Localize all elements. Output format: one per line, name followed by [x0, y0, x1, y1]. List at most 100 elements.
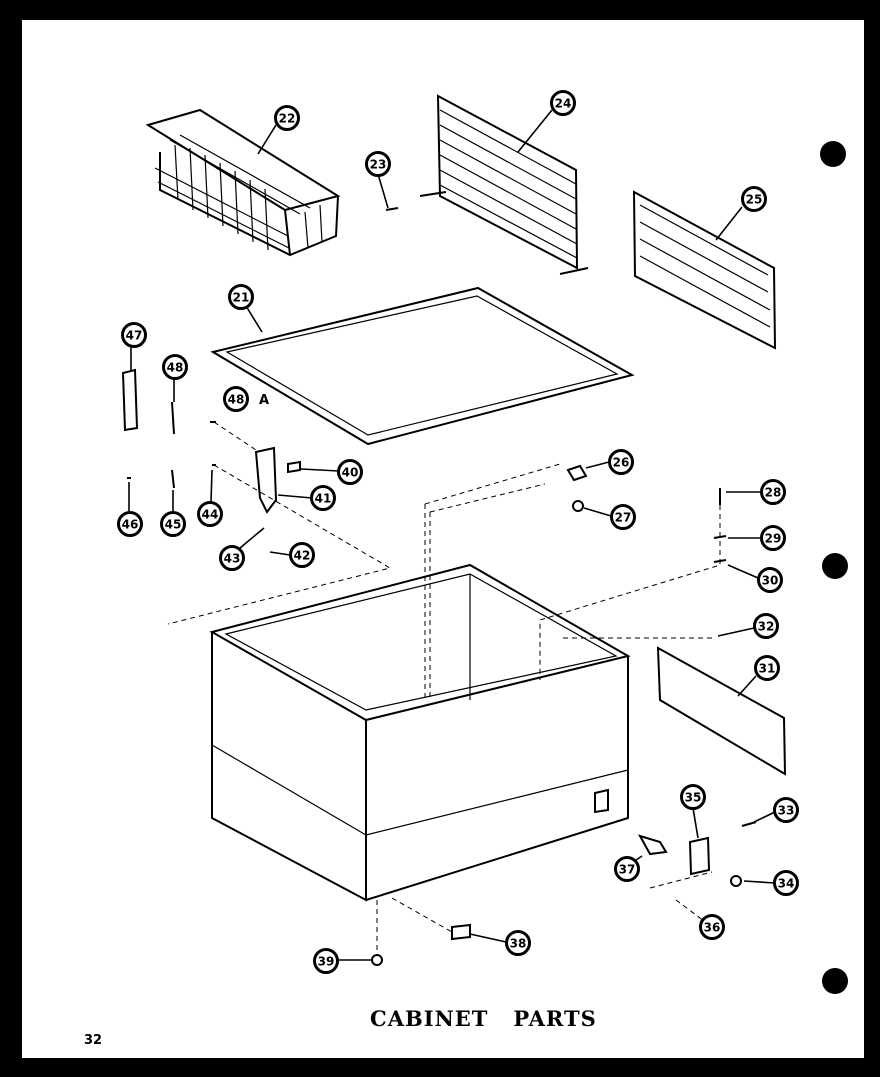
callout-32: 32 [753, 613, 779, 639]
divider-panel [632, 190, 777, 350]
callout-27: 27 [610, 504, 636, 530]
callout-44: 44 [197, 501, 223, 527]
punch-hole-bottom [822, 968, 848, 994]
callout-label: 43 [224, 552, 241, 566]
callout-circle [760, 479, 786, 505]
cabinet-box [209, 563, 631, 902]
callout-circle [610, 504, 636, 530]
callout-31: 31 [754, 655, 780, 681]
hinge-bracket [287, 460, 301, 474]
callout-circle [773, 797, 799, 823]
callout-circle [223, 386, 249, 412]
callout-label: 38 [510, 937, 527, 951]
callout-label: 28 [765, 486, 782, 500]
callout-label: 30 [762, 574, 779, 588]
callout-34: 34 [773, 870, 799, 896]
callout-circle [550, 90, 576, 116]
callout-label: 33 [778, 804, 795, 818]
callout-circle [741, 186, 767, 212]
callout-label: 35 [685, 791, 702, 805]
callout-42: 42 [289, 542, 315, 568]
callout-circle [365, 151, 391, 177]
page-number: 32 [84, 1033, 103, 1048]
callout-label: 42 [294, 549, 311, 563]
callout-label: 45 [165, 518, 182, 532]
lid-hinge [254, 446, 278, 514]
callout-circle [757, 567, 783, 593]
hinge-cover [121, 368, 139, 432]
callout-46: 46 [117, 511, 143, 537]
rack-pin [385, 207, 399, 211]
callout-circle [289, 542, 315, 568]
callout-circle [121, 322, 147, 348]
callout-30: 30 [757, 567, 783, 593]
callout-label: 29 [765, 532, 782, 546]
callout-48a: 48 [223, 386, 249, 412]
callout-circle [680, 784, 706, 810]
callout-label: 32 [758, 620, 775, 634]
callout-41: 41 [310, 485, 336, 511]
callout-circle [274, 105, 300, 131]
callout-label: 27 [615, 511, 632, 525]
callout-circle [117, 511, 143, 537]
callout-circle [753, 613, 779, 639]
callout-circle [310, 485, 336, 511]
callout-label: 24 [555, 97, 572, 111]
grommet [637, 834, 668, 856]
callout-circle [219, 545, 245, 571]
callout-label: 21 [233, 291, 250, 305]
callout-40: 40 [337, 459, 363, 485]
callout-43: 43 [219, 545, 245, 571]
callout-circle [197, 501, 223, 527]
leveling-foot [451, 923, 471, 941]
punch-hole-top [820, 141, 846, 167]
callout-label: 23 [370, 158, 387, 172]
hinge-rod [171, 401, 175, 435]
callout-label: 48 [167, 361, 184, 375]
callout-33: 33 [773, 797, 799, 823]
callout-label: 36 [704, 921, 721, 935]
callout-circle [760, 525, 786, 551]
callout-suffix-a: A [259, 393, 269, 408]
lid-stop [566, 464, 588, 482]
callout-label: 40 [342, 466, 359, 480]
callout-label: 39 [318, 955, 335, 969]
callout-26: 26 [608, 449, 634, 475]
diagram-title: CABINET PARTS [370, 1006, 597, 1031]
callout-48: 48 [162, 354, 188, 380]
callout-label: 25 [746, 193, 763, 207]
callout-label: 41 [315, 492, 332, 506]
callout-label: 47 [126, 329, 143, 343]
callout-label: 22 [279, 112, 296, 126]
wire-basket [145, 108, 341, 257]
callout-45: 45 [160, 511, 186, 537]
nut-34 [730, 875, 742, 887]
callout-label: 34 [778, 877, 795, 891]
lid-gasket [210, 286, 635, 446]
screw-33 [741, 821, 757, 827]
coil-rack [419, 94, 589, 275]
callout-47: 47 [121, 322, 147, 348]
callout-22: 22 [274, 105, 300, 131]
callout-39: 39 [313, 948, 339, 974]
callout-circle [160, 511, 186, 537]
callout-38: 38 [505, 930, 531, 956]
callout-28: 28 [760, 479, 786, 505]
callout-23: 23 [365, 151, 391, 177]
callout-circle [162, 354, 188, 380]
leader-lines [128, 109, 776, 961]
punch-hole-middle [822, 553, 848, 579]
callout-label: 26 [613, 456, 630, 470]
callout-29: 29 [760, 525, 786, 551]
callout-25: 25 [741, 186, 767, 212]
callout-circle [699, 914, 725, 940]
callout-label: 37 [619, 863, 636, 877]
callout-37: 37 [614, 856, 640, 882]
callout-24: 24 [550, 90, 576, 116]
callout-label: 48 [228, 393, 245, 407]
caster [371, 954, 383, 966]
callout-circle [614, 856, 640, 882]
callout-circle [608, 449, 634, 475]
